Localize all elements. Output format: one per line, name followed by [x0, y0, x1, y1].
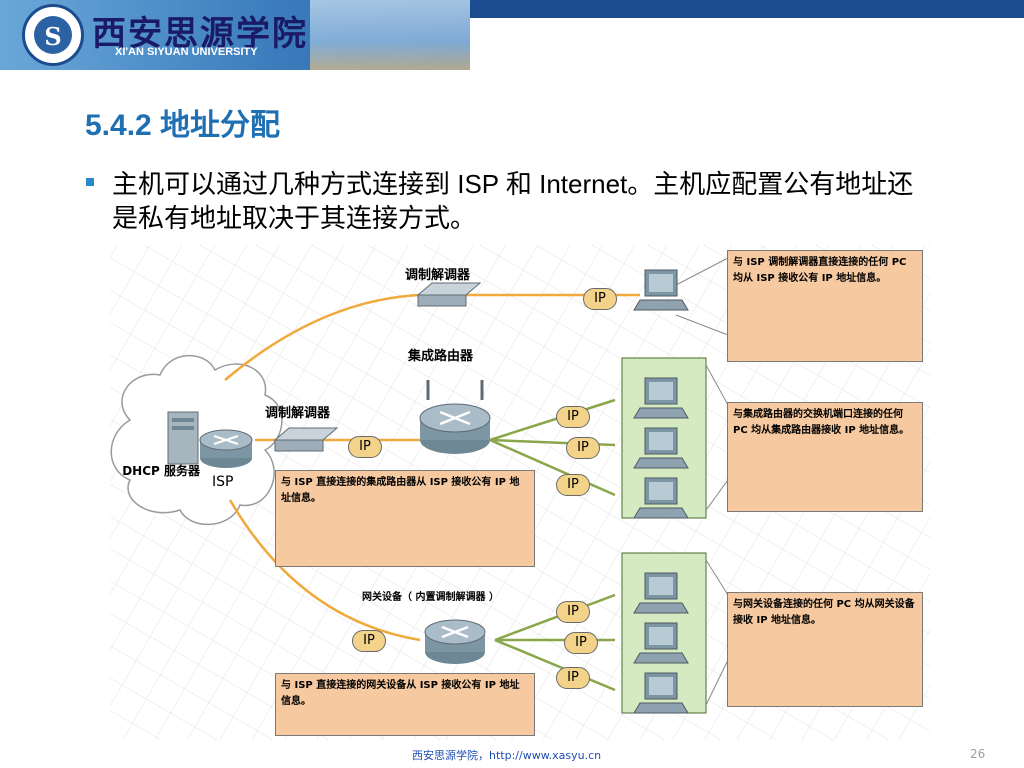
router-label: 集成路由器 — [408, 349, 474, 364]
pc-icon — [633, 672, 689, 714]
pc-group-box-router — [621, 357, 707, 519]
university-logo-icon: S — [22, 4, 84, 66]
footer-link[interactable]: 西安思源学院，http://www.xasyu.cn — [412, 749, 602, 762]
ip-badge: IP — [352, 630, 386, 652]
ip-badge: IP — [566, 437, 600, 459]
modem-middle-icon — [273, 427, 339, 452]
note-router-switch-pc: 与集成路由器的交换机端口连接的任何 PC 均从集成路由器接收 IP 地址信息。 — [727, 402, 923, 512]
university-name: 西安思源学院 — [92, 14, 308, 54]
internet-cloud-icon — [110, 354, 283, 526]
pc-icon — [633, 572, 689, 614]
dhcp-server-icon — [167, 411, 199, 465]
ip-badge: IP — [556, 474, 590, 496]
pc-icon — [633, 477, 689, 519]
modem-middle-label: 调制解调器 — [265, 406, 331, 421]
isp-label: ISP — [212, 474, 234, 490]
pc-icon — [633, 377, 689, 419]
isp-router-icon — [199, 429, 253, 468]
ip-badge: IP — [556, 601, 590, 623]
pc-group-box-gateway — [621, 552, 707, 714]
page-number: 26 — [970, 747, 986, 761]
bullet-square-icon — [86, 178, 94, 186]
ip-badge: IP — [583, 288, 617, 310]
modem-top-icon — [416, 282, 482, 307]
gateway-label: 网关设备（ 内置调制解调器 ） — [362, 592, 499, 603]
modem-top-label: 调制解调器 — [405, 268, 471, 283]
ip-badge: IP — [556, 667, 590, 689]
ip-badge: IP — [348, 436, 382, 458]
dhcp-server-label: DHCP 服务器 — [122, 464, 200, 478]
top-color-bar — [470, 0, 1024, 18]
university-name-en: XI'AN SIYUAN UNIVERSITY — [115, 46, 258, 58]
ip-badge: IP — [556, 406, 590, 428]
pc-icon — [633, 622, 689, 664]
slide-title: 5.4.2 地址分配 — [85, 109, 281, 142]
pc-icon — [633, 269, 689, 311]
integrated-router-icon — [419, 380, 491, 454]
banner-building-photo — [310, 0, 470, 70]
ip-badge: IP — [564, 632, 598, 654]
callout-lines — [675, 257, 729, 706]
bullet-text: 主机可以通过几种方式连接到 ISP 和 Internet。主机应配置公有地址还是… — [112, 169, 914, 233]
note-gateway-from-isp: 与 ISP 直接连接的网关设备从 ISP 接收公有 IP 地址信息。 — [275, 673, 535, 736]
note-isp-modem-pc: 与 ISP 调制解调器直接连接的任何 PC 均从 ISP 接收公有 IP 地址信… — [727, 250, 923, 362]
pc-icon — [633, 427, 689, 469]
note-gateway-pc: 与网关设备连接的任何 PC 均从网关设备接收 IP 地址信息。 — [727, 592, 923, 707]
gateway-router-icon — [424, 619, 486, 664]
header-banner: S 西安思源学院 XI'AN SIYUAN UNIVERSITY — [0, 0, 470, 70]
note-router-from-isp: 与 ISP 直接连接的集成路由器从 ISP 接收公有 IP 地址信息。 — [275, 470, 535, 567]
